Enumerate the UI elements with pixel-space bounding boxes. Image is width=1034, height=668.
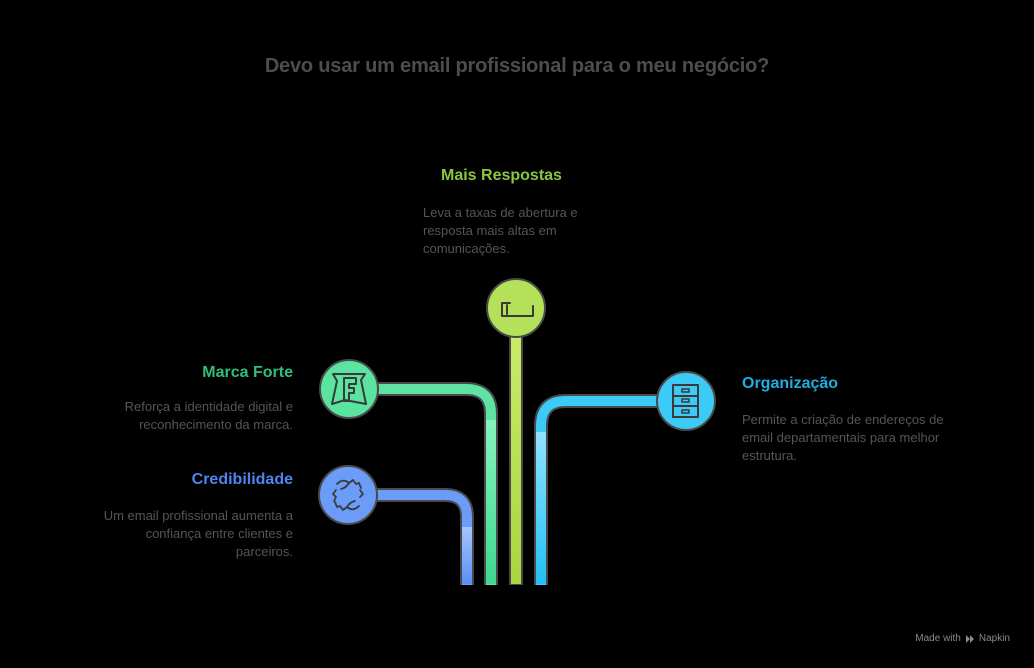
description-line: parceiros.: [235, 544, 293, 559]
description-line: confiança entre clientes e: [145, 526, 293, 541]
made-with-napkin-footer[interactable]: Made with Napkin: [915, 633, 1010, 644]
description-line: Reforça a identidade digital e: [124, 399, 293, 414]
description-mais-respostas: Leva a taxas de abertura e resposta mais…: [423, 204, 623, 258]
pipe-marca-forte: [372, 382, 498, 585]
made-with-label: Made with: [915, 633, 961, 644]
description-line: reconhecimento da marca.: [139, 417, 293, 432]
diagram-title: Devo usar um email profissional para o m…: [264, 55, 770, 77]
heading-credibilidade: Credibilidade: [191, 471, 293, 488]
description-line: Permite a criação de endereços de: [742, 412, 944, 427]
napkin-brand-label: Napkin: [978, 633, 1010, 644]
handshake-icon: [332, 479, 364, 511]
description-line: email departamentais para melhor: [742, 430, 940, 445]
node-credibilidade: [318, 465, 378, 525]
pipe-organizacao: [534, 394, 662, 585]
napkin-logo-icon: [965, 634, 974, 643]
description-line: estrutura.: [742, 448, 797, 463]
pipe-credibilidade: [370, 488, 474, 585]
node-mais-respostas: [486, 278, 546, 338]
node-marca-forte: [319, 359, 379, 419]
pipe-mais-respostas: [509, 330, 523, 585]
heading-marca-forte: Marca Forte: [202, 364, 293, 381]
folder-tray-icon: [501, 302, 534, 317]
node-organizacao: [656, 371, 716, 431]
description-line: resposta mais altas em: [423, 223, 557, 238]
heading-mais-respostas: Mais Respostas: [441, 167, 562, 184]
description-line: Leva a taxas de abertura e: [423, 205, 578, 220]
description-marca-forte: Reforça a identidade digital e reconheci…: [73, 398, 293, 434]
description-line: comunicações.: [423, 241, 510, 256]
heading-organizacao: Organização: [742, 375, 839, 392]
description-credibilidade: Um email profissional aumenta a confianç…: [53, 507, 293, 561]
description-organizacao: Permite a criação de endereços de email …: [742, 411, 1002, 465]
brand-f-badge-icon: [331, 373, 367, 405]
filing-cabinet-icon: [672, 384, 699, 418]
description-line: Um email profissional aumenta a: [103, 508, 293, 523]
